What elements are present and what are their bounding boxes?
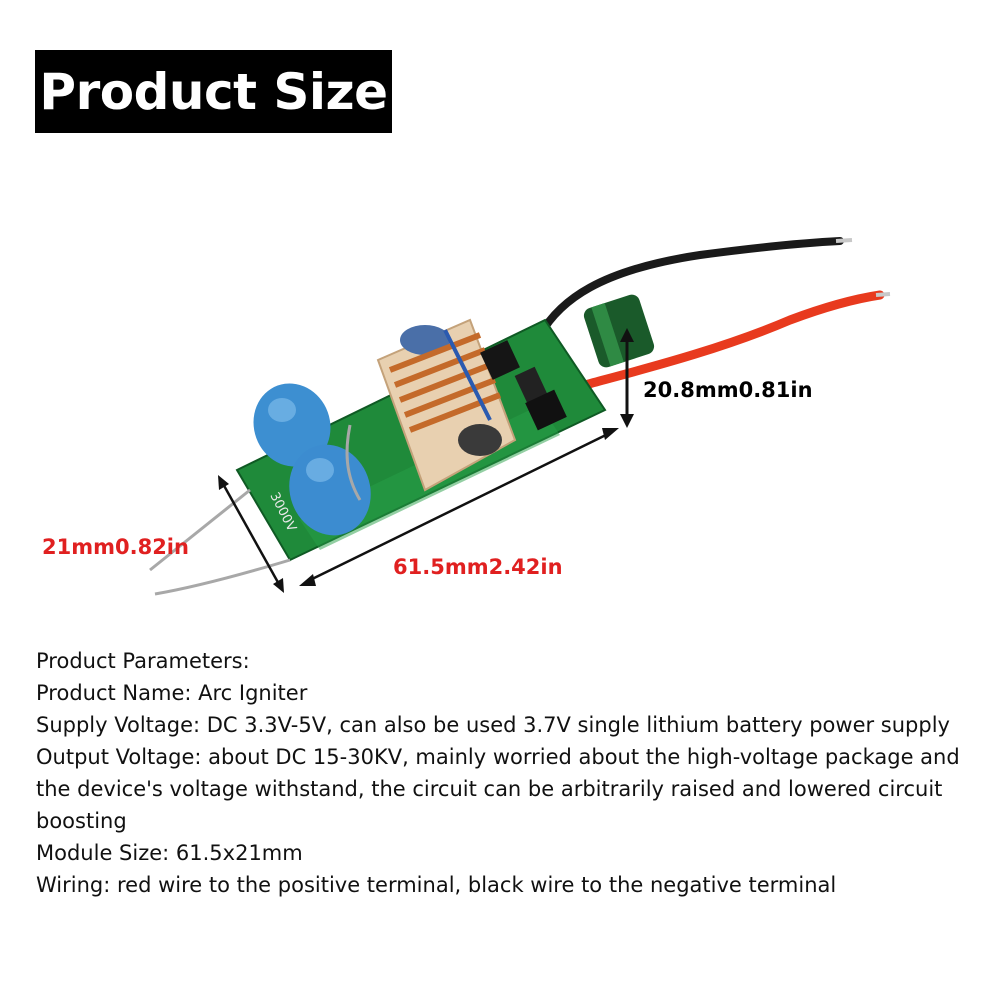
width-arrow xyxy=(218,475,284,593)
height-dimension-label: 20.8mm0.81in xyxy=(643,378,813,402)
product-photo: 3000V xyxy=(149,237,891,596)
transformer-coil xyxy=(376,318,517,492)
parameter-line: Wiring: red wire to the positive termina… xyxy=(36,873,837,897)
height-arrow xyxy=(620,328,634,428)
ceramic-capacitors xyxy=(253,383,371,536)
red-wire xyxy=(580,290,885,390)
black-wire xyxy=(536,237,844,339)
product-parameters: Product Parameters: Product Name: Arc Ig… xyxy=(36,645,971,901)
parameter-line: Product Name: Arc Igniter xyxy=(36,681,308,705)
width-dimension-label: 21mm0.82in xyxy=(42,535,189,559)
chip xyxy=(514,366,548,404)
parameters-heading: Product Parameters: xyxy=(36,649,250,673)
length-arrow xyxy=(299,428,619,586)
page-title: Product Size xyxy=(35,50,392,133)
push-button xyxy=(525,389,567,431)
chip xyxy=(480,340,520,380)
length-dimension-label: 61.5mm2.42in xyxy=(393,555,563,579)
parameter-line: Module Size: 61.5x21mm xyxy=(36,841,303,865)
parameter-line: Output Voltage: about DC 15-30KV, mainly… xyxy=(36,745,960,833)
electrolytic-capacitor xyxy=(583,294,655,368)
parameter-line: Supply Voltage: DC 3.3V-5V, can also be … xyxy=(36,713,950,737)
output-lead xyxy=(154,558,291,596)
